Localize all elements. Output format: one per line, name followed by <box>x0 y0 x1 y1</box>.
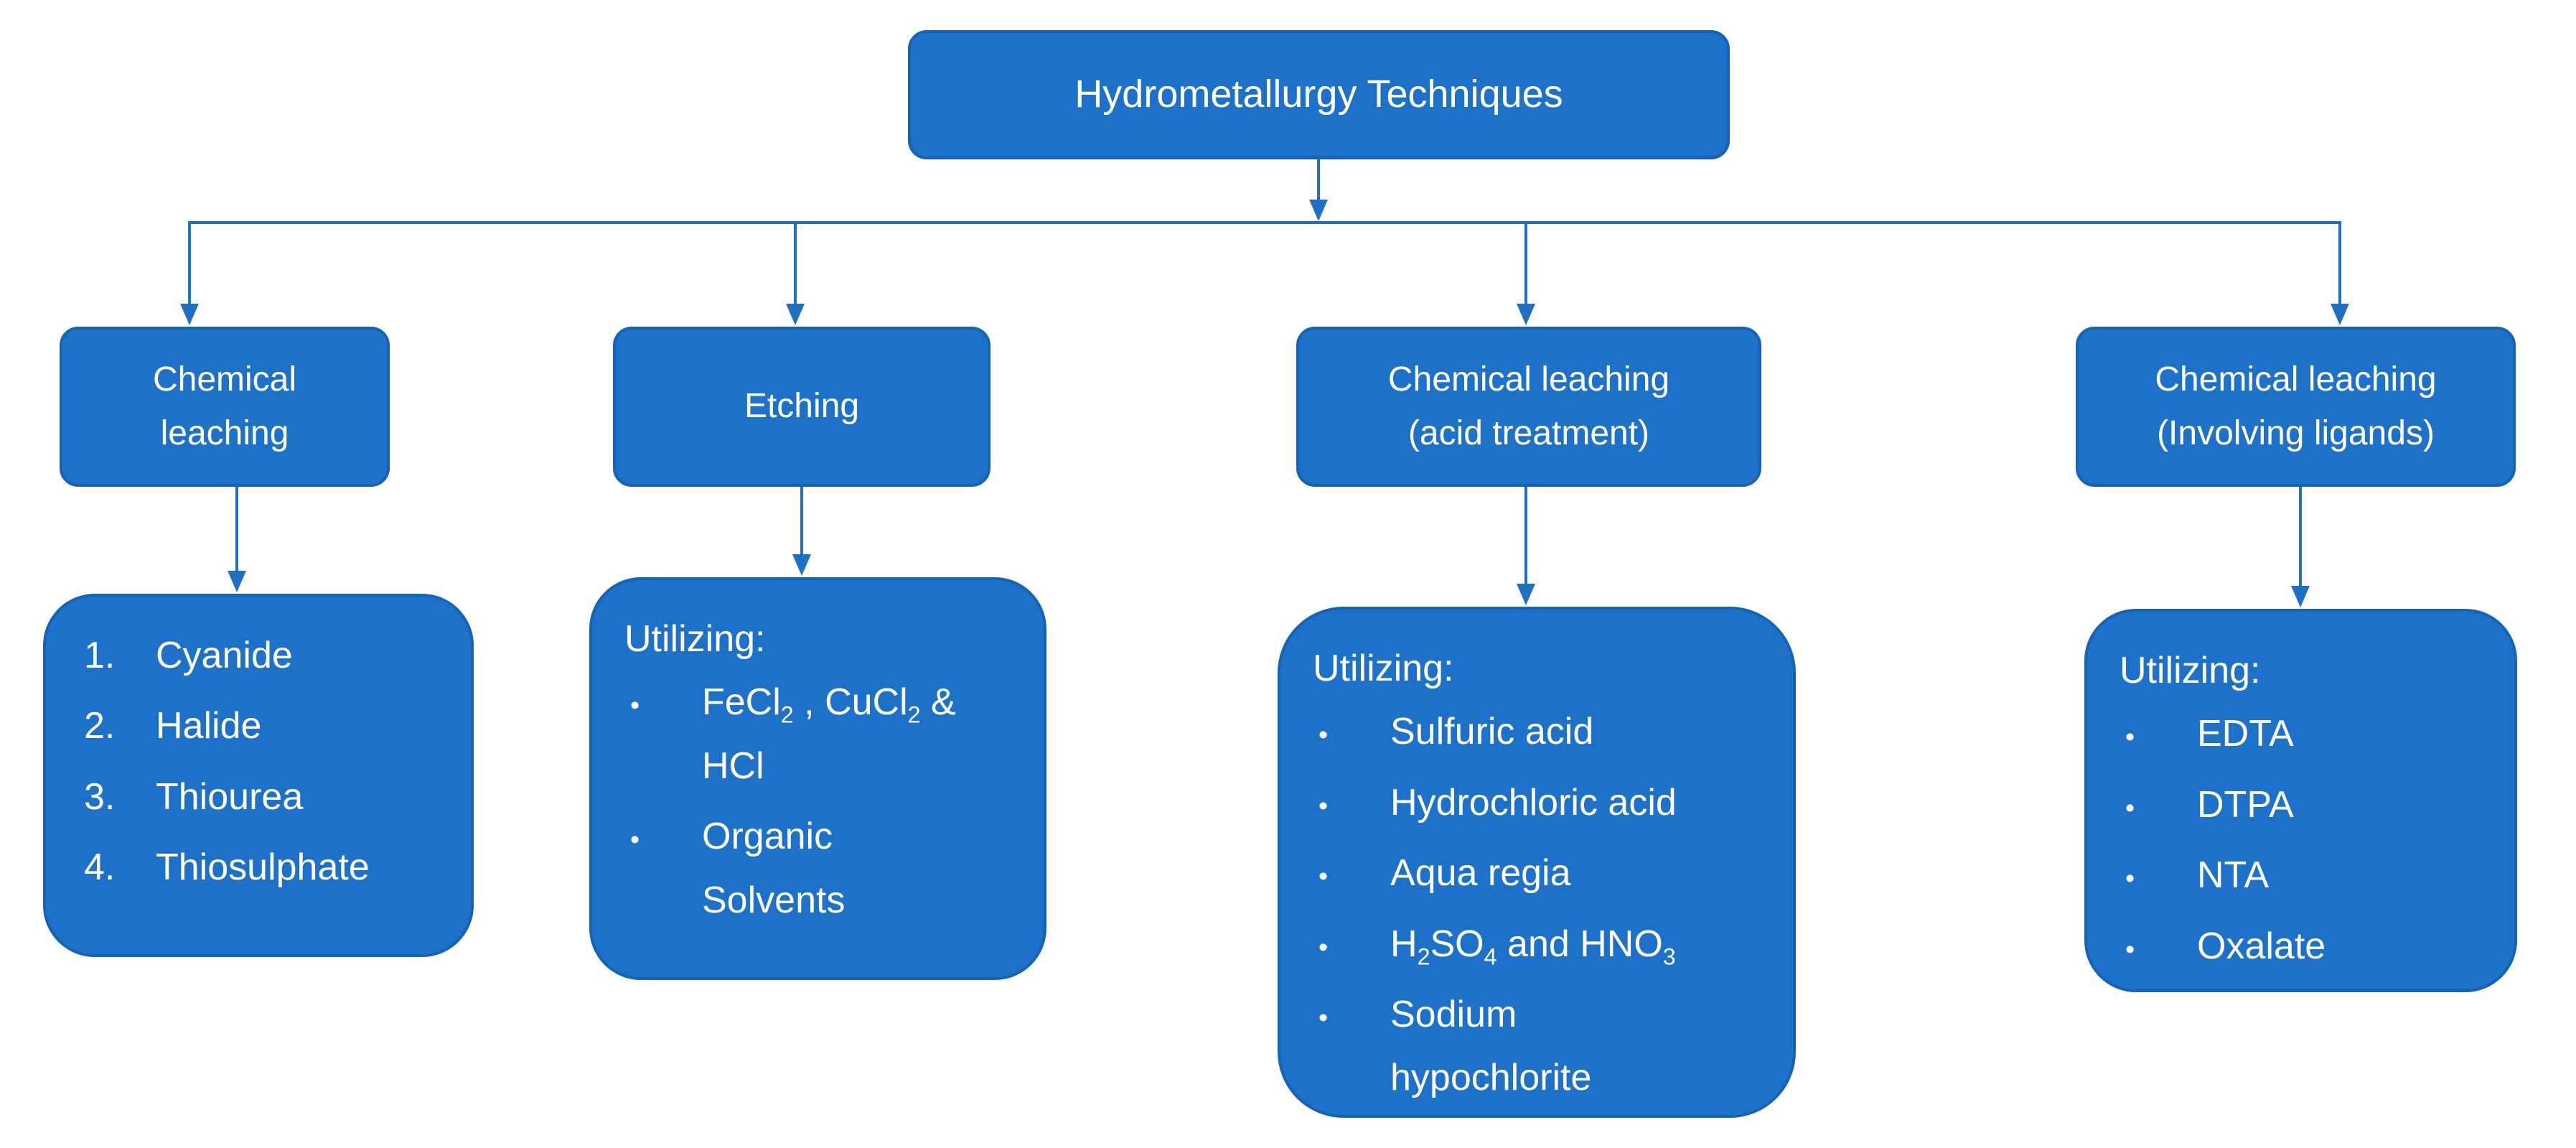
bullet-icon: • <box>1319 790 1329 821</box>
list-item-text: Hydrochloric acid <box>1390 781 1677 823</box>
list-item: 2. Halide <box>78 694 451 757</box>
list-number: 3. <box>84 775 116 818</box>
list-item-text: Thiourea <box>156 775 304 818</box>
list-item: • NTA <box>2120 844 2494 907</box>
list-item: 3. Thiourea <box>78 765 451 829</box>
list-item: 4. Thiosulphate <box>78 836 451 899</box>
leaf-title: Utilizing: <box>2120 650 2261 691</box>
root-node-label: Hydrometallurgy Techniques <box>1074 73 1563 116</box>
branch-node-label: Chemical leaching (Involving ligands) <box>2155 360 2437 452</box>
branch-node-involving-ligands: Chemical leaching (Involving ligands) <box>2076 327 2516 487</box>
bullet-icon: • <box>2125 792 2135 823</box>
leaf-list: • FeCl2 , CuCl2 & HCl • Organic Solvents <box>624 671 1024 932</box>
bullet-icon: • <box>1319 1002 1329 1032</box>
branch-node-acid-treatment: Chemical leaching (acid treatment) <box>1296 327 1761 487</box>
list-item-text: EDTA <box>2197 713 2294 755</box>
leaf-node-etching-agents: Utilizing: • FeCl2 , CuCl2 & HCl • Organic … <box>589 577 1046 980</box>
list-item-text: FeCl2 , CuCl2 & HCl <box>702 681 956 787</box>
bullet-icon: • <box>2125 863 2135 894</box>
arrow-down-icon <box>786 304 805 325</box>
bullet-icon: • <box>1319 719 1329 750</box>
leaf-title: Utilizing: <box>1313 648 1454 689</box>
list-item-text: Halide <box>156 705 262 747</box>
branch-node-label: Chemical leaching (acid treatment) <box>1387 360 1670 452</box>
branch-node-etching: Etching <box>613 327 990 487</box>
bullet-icon: • <box>630 690 640 721</box>
list-item: • DTPA <box>2120 773 2494 836</box>
leaf-node-ligand-agents: Utilizing: • EDTA • DTPA • NTA • Oxalate <box>2084 609 2517 992</box>
root-node-hydrometallurgy-techniques: Hydrometallurgy Techniques <box>908 30 1730 159</box>
list-item-text: NTA <box>2197 854 2270 897</box>
bullet-icon: • <box>2125 933 2135 964</box>
list-item: • Aqua regia <box>1313 841 1773 905</box>
leaf-list: • Sulfuric acid • Hydrochloric acid • Aqua re… <box>1313 700 1773 1109</box>
arrow-down-icon <box>1517 304 1535 325</box>
leaf-node-acid-treatment-agents: Utilizing: • Sulfuric acid • Hydrochloric a… <box>1278 607 1796 1118</box>
branch-node-chemical-leaching: Chemical leaching <box>60 327 390 487</box>
branch-node-label: Chemical leaching <box>152 360 297 452</box>
list-item: • Hydrochloric acid <box>1313 771 1773 834</box>
arrow-down-icon <box>228 571 246 592</box>
bullet-icon: • <box>1319 861 1329 892</box>
list-item: • Oxalate <box>2120 915 2494 978</box>
list-item: • Organic Solvents <box>624 805 1024 932</box>
list-item-text: H2SO4 and HNO3 <box>1390 923 1676 969</box>
list-item-text: Oxalate <box>2197 925 2326 967</box>
list-number: 4. <box>84 846 116 889</box>
arrow-down-icon <box>180 304 199 325</box>
branch-node-label: Etching <box>744 387 860 426</box>
bullet-icon: • <box>1319 931 1329 962</box>
list-item: • EDTA <box>2120 702 2494 765</box>
list-item: • Sodium hypochlorite <box>1313 983 1773 1110</box>
bullet-icon: • <box>2125 722 2135 752</box>
arrow-down-icon <box>2291 586 2310 607</box>
list-item-text: Thiosulphate <box>156 846 370 889</box>
list-item: • Sulfuric acid <box>1313 700 1773 763</box>
leaf-list: • EDTA • DTPA • NTA • Oxalate <box>2120 702 2494 978</box>
list-item: • H2SO4 and HNO3 <box>1313 913 1773 976</box>
list-item-text: Aqua regia <box>1390 852 1571 895</box>
bullet-icon: • <box>630 824 640 855</box>
list-item: • FeCl2 , CuCl2 & HCl <box>624 671 1024 798</box>
leaf-list: 1. Cyanide 2. Halide 3. Thiourea 4. Thiosulphat… <box>78 624 451 900</box>
leaf-title: Utilizing: <box>624 618 766 660</box>
list-item-text: Cyanide <box>156 635 293 676</box>
arrow-down-icon <box>1517 584 1535 605</box>
arrow-down-icon <box>1309 200 1328 221</box>
list-item-text: Organic Solvents <box>702 816 846 921</box>
list-number: 1. <box>84 635 116 676</box>
list-item: 1. Cyanide <box>78 624 451 687</box>
list-item-text: Sodium hypochlorite <box>1390 993 1592 1099</box>
list-item-text: Sulfuric acid <box>1390 711 1594 753</box>
list-item-text: DTPA <box>2197 783 2294 826</box>
leaf-node-chemical-leaching-agents: 1. Cyanide 2. Halide 3. Thiourea 4. Thiosulphat… <box>43 594 474 957</box>
arrow-down-icon <box>792 554 811 576</box>
arrow-down-icon <box>2331 304 2349 325</box>
list-number: 2. <box>84 705 116 747</box>
